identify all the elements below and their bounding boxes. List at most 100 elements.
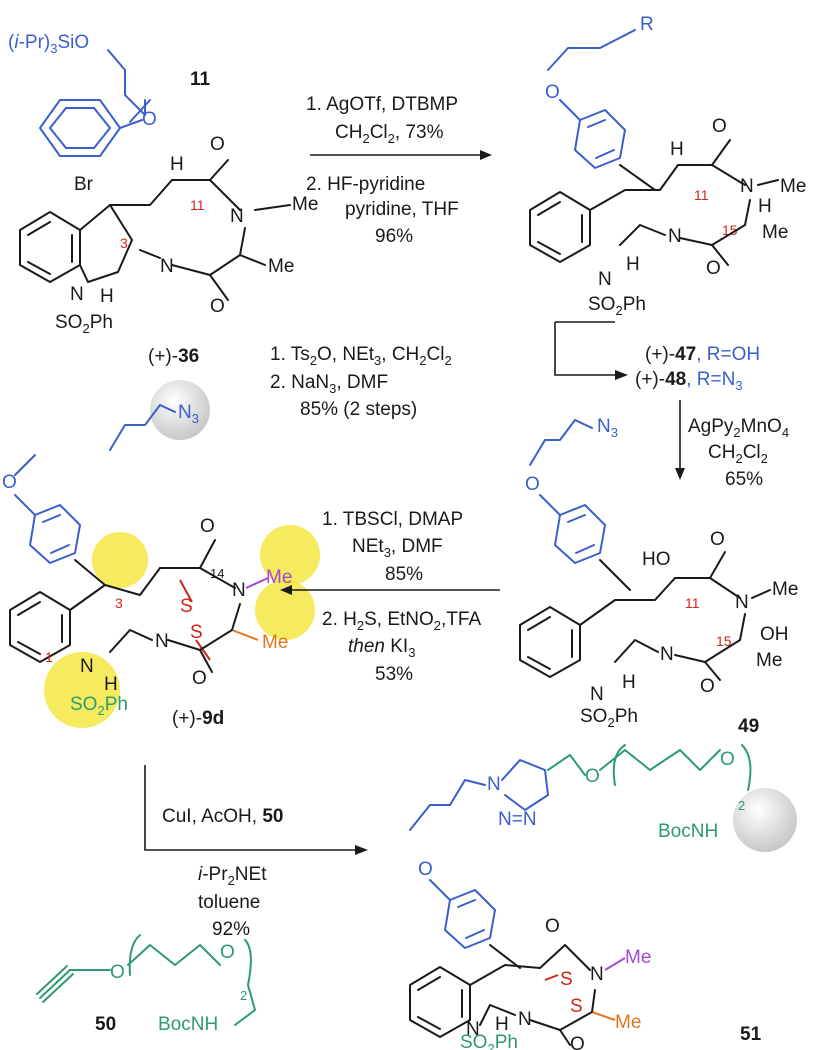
svg-text:Me: Me xyxy=(292,194,318,215)
svg-text:1. AgOTf, DTBMP: 1. AgOTf, DTBMP xyxy=(306,94,458,115)
svg-text:O: O xyxy=(220,942,235,963)
svg-text:Me: Me xyxy=(266,567,292,588)
svg-text:SO2Ph: SO2Ph xyxy=(55,312,113,336)
svg-text:H: H xyxy=(100,286,114,307)
svg-text:H: H xyxy=(670,139,684,160)
compound-36: Br 3 H 11 O N Me Me O N N H SO2Ph (+)-36 xyxy=(19,134,318,367)
svg-text:O: O xyxy=(706,258,721,279)
svg-text:O: O xyxy=(720,749,735,770)
compound-51: N N=N O O 2 BocNH O O N Me S S Me O N xyxy=(409,744,762,1050)
svg-text:(i-Pr)3SiO: (i-Pr)3SiO xyxy=(8,32,89,56)
svg-text:O: O xyxy=(585,766,600,787)
svg-text:N3: N3 xyxy=(178,402,199,426)
svg-text:Br: Br xyxy=(74,174,94,195)
svg-text:BocNH: BocNH xyxy=(658,821,718,842)
svg-text:then KI3: then KI3 xyxy=(348,636,415,660)
svg-text:N: N xyxy=(590,964,604,985)
svg-text:85% (2 steps): 85% (2 steps) xyxy=(300,399,417,420)
svg-text:49: 49 xyxy=(738,716,759,737)
svg-text:92%: 92% xyxy=(212,919,250,940)
svg-text:H: H xyxy=(626,254,640,275)
svg-text:N: N xyxy=(660,644,674,665)
svg-text:Me: Me xyxy=(780,176,806,197)
svg-text:2: 2 xyxy=(240,988,247,1003)
svg-text:N: N xyxy=(598,269,612,290)
svg-text:N: N xyxy=(590,684,604,705)
svg-text:(+)-48, R=N3: (+)-48, R=N3 xyxy=(635,369,743,393)
svg-text:CH2Cl2: CH2Cl2 xyxy=(708,442,768,466)
svg-text:H: H xyxy=(170,154,184,175)
svg-text:O: O xyxy=(192,668,207,689)
svg-text:O: O xyxy=(570,1034,585,1050)
svg-text:H: H xyxy=(495,1014,509,1035)
svg-text:85%: 85% xyxy=(385,564,423,585)
svg-text:N3: N3 xyxy=(597,416,618,440)
svg-text:Me: Me xyxy=(262,632,288,653)
compound-11: (i-Pr)3SiO O 11 xyxy=(8,32,211,157)
svg-text:O: O xyxy=(110,962,125,983)
svg-text:11: 11 xyxy=(685,595,700,611)
svg-text:N: N xyxy=(230,206,244,227)
svg-text:N: N xyxy=(740,176,754,197)
svg-text:O: O xyxy=(545,916,560,937)
svg-text:11: 11 xyxy=(190,197,205,213)
reaction-4: 1. TBSCl, DMAP NEt3, DMF 85% 2. H2S, EtN… xyxy=(280,509,500,685)
svg-text:NEt3, DMF: NEt3, DMF xyxy=(352,536,443,560)
svg-text:N: N xyxy=(668,226,682,247)
compound-9d: N3 O 3 O S S 14 N Me Me O N 1 N H SO2Ph … xyxy=(2,402,292,729)
svg-text:1. Ts2O, NEt3, CH2Cl2: 1. Ts2O, NEt3, CH2Cl2 xyxy=(270,344,452,368)
svg-text:CH2Cl2, 73%: CH2Cl2, 73% xyxy=(335,122,444,146)
svg-text:N: N xyxy=(155,631,169,652)
svg-text:S: S xyxy=(190,622,203,643)
compound-47-48: R O H 11 O N Me H 15 Me O N N H SO2Ph xyxy=(529,14,806,318)
svg-text:50: 50 xyxy=(95,1014,116,1035)
svg-text:SO2Ph: SO2Ph xyxy=(588,294,646,318)
svg-text:15: 15 xyxy=(722,222,738,238)
reaction-1: 1. AgOTf, DTBMP CH2Cl2, 73% 2. HF-pyridi… xyxy=(306,94,492,247)
svg-text:96%: 96% xyxy=(375,226,413,247)
svg-text:N=N: N=N xyxy=(498,809,537,830)
svg-text:O: O xyxy=(418,859,433,880)
svg-text:N: N xyxy=(80,656,94,677)
svg-text:S: S xyxy=(180,596,193,617)
svg-text:OH: OH xyxy=(760,624,789,645)
svg-text:SO2Ph: SO2Ph xyxy=(580,706,638,730)
svg-text:15: 15 xyxy=(716,633,732,649)
svg-text:Me: Me xyxy=(762,222,788,243)
svg-text:BocNH: BocNH xyxy=(158,1014,218,1035)
svg-text:11: 11 xyxy=(694,187,709,203)
reaction-2: 1. Ts2O, NEt3, CH2Cl2 2. NaN3, DMF 85% (… xyxy=(270,321,760,420)
svg-text:N: N xyxy=(160,256,174,277)
svg-text:11: 11 xyxy=(190,69,211,90)
svg-text:1: 1 xyxy=(45,649,53,665)
svg-text:N: N xyxy=(487,774,501,795)
svg-text:pyridine, THF: pyridine, THF xyxy=(345,199,459,220)
grey-sphere-9d xyxy=(150,380,210,440)
svg-text:O: O xyxy=(210,296,225,317)
svg-text:O: O xyxy=(712,116,727,137)
svg-text:AgPy2MnO4: AgPy2MnO4 xyxy=(688,416,789,440)
svg-text:O: O xyxy=(525,474,540,495)
svg-text:14: 14 xyxy=(210,566,224,581)
svg-text:2. NaN3, DMF: 2. NaN3, DMF xyxy=(270,372,388,396)
svg-text:SO2Ph: SO2Ph xyxy=(460,1032,518,1050)
svg-text:(+)-9d: (+)-9d xyxy=(172,708,224,729)
svg-text:53%: 53% xyxy=(375,664,413,685)
svg-text:Me: Me xyxy=(615,1012,641,1033)
svg-text:(+)-47, R=OH: (+)-47, R=OH xyxy=(645,344,760,365)
svg-text:S: S xyxy=(570,996,583,1017)
svg-text:toluene: toluene xyxy=(198,892,260,913)
svg-text:SO2Ph: SO2Ph xyxy=(70,694,128,718)
svg-text:65%: 65% xyxy=(725,469,763,490)
svg-text:Me: Me xyxy=(756,650,782,671)
svg-text:N: N xyxy=(518,1009,532,1030)
svg-text:O: O xyxy=(2,472,17,493)
svg-text:2: 2 xyxy=(738,798,745,813)
svg-text:S: S xyxy=(560,969,573,990)
svg-text:O: O xyxy=(210,134,225,155)
svg-text:N: N xyxy=(70,284,84,305)
grey-sphere-51 xyxy=(733,788,797,852)
svg-text:2. H2S, EtNO2,TFA: 2. H2S, EtNO2,TFA xyxy=(322,609,481,633)
svg-text:H: H xyxy=(104,674,118,695)
